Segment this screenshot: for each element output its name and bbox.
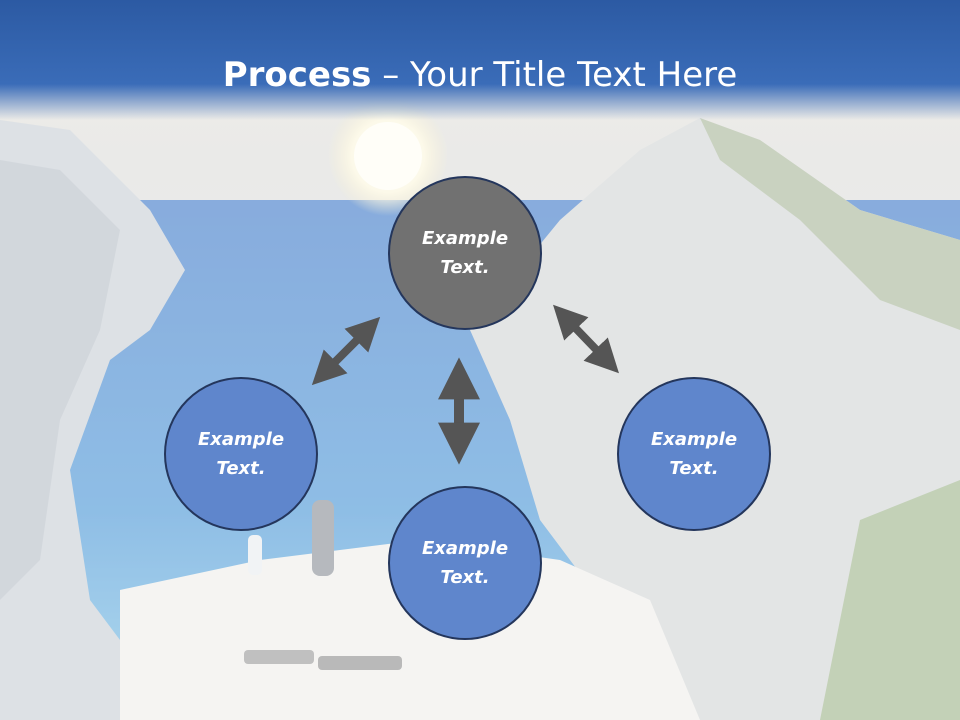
arrow-top-left [311, 316, 381, 386]
arrow-top-right [553, 304, 619, 374]
node-bottom-line2: Text. [440, 567, 490, 588]
title-band [0, 0, 960, 120]
title-bold: Process [222, 55, 372, 95]
node-top-line1: Example [421, 228, 509, 249]
slide-title: Process – Your Title Text Here [0, 52, 960, 98]
node-left-line2: Text. [216, 458, 266, 479]
node-bottom-line1: Example [421, 538, 509, 559]
title-rest: – Your Title Text Here [371, 55, 738, 95]
node-right-line2: Text. [669, 458, 719, 479]
node-left-line1: Example [197, 429, 285, 450]
node-top-line2: Text. [440, 257, 490, 278]
node-right-line1: Example [650, 429, 738, 450]
